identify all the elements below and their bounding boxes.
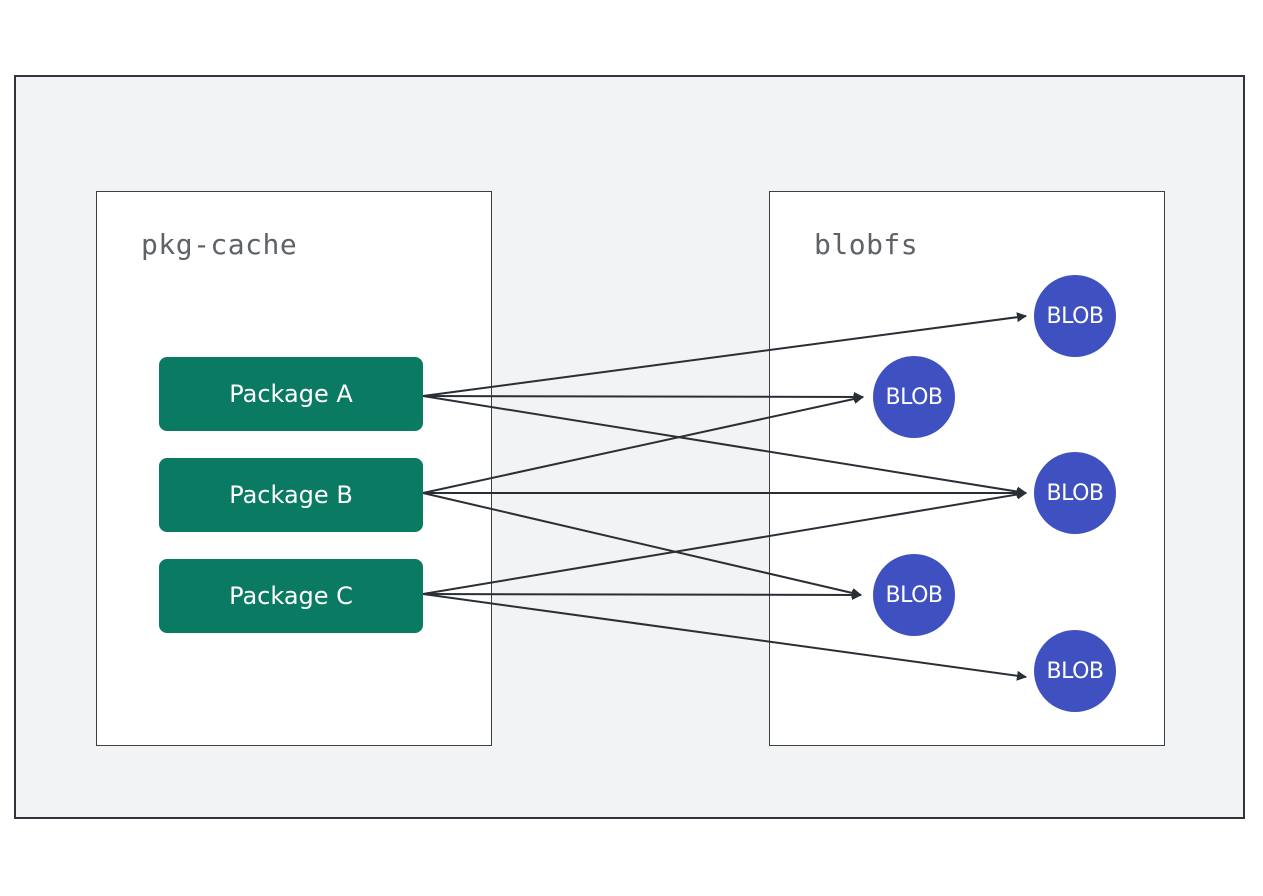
blob-node-4: BLOB	[873, 554, 955, 636]
blob-node-5: BLOB	[1034, 630, 1116, 712]
package-b-node: Package B	[159, 458, 423, 532]
package-a-node: Package A	[159, 357, 423, 431]
blob-node-2: BLOB	[873, 356, 955, 438]
pkg-cache-title: pkg-cache	[141, 228, 298, 261]
blob-node-1: BLOB	[1034, 275, 1116, 357]
blob-node-3: BLOB	[1034, 452, 1116, 534]
blobfs-title: blobfs	[814, 228, 919, 261]
package-c-node: Package C	[159, 559, 423, 633]
